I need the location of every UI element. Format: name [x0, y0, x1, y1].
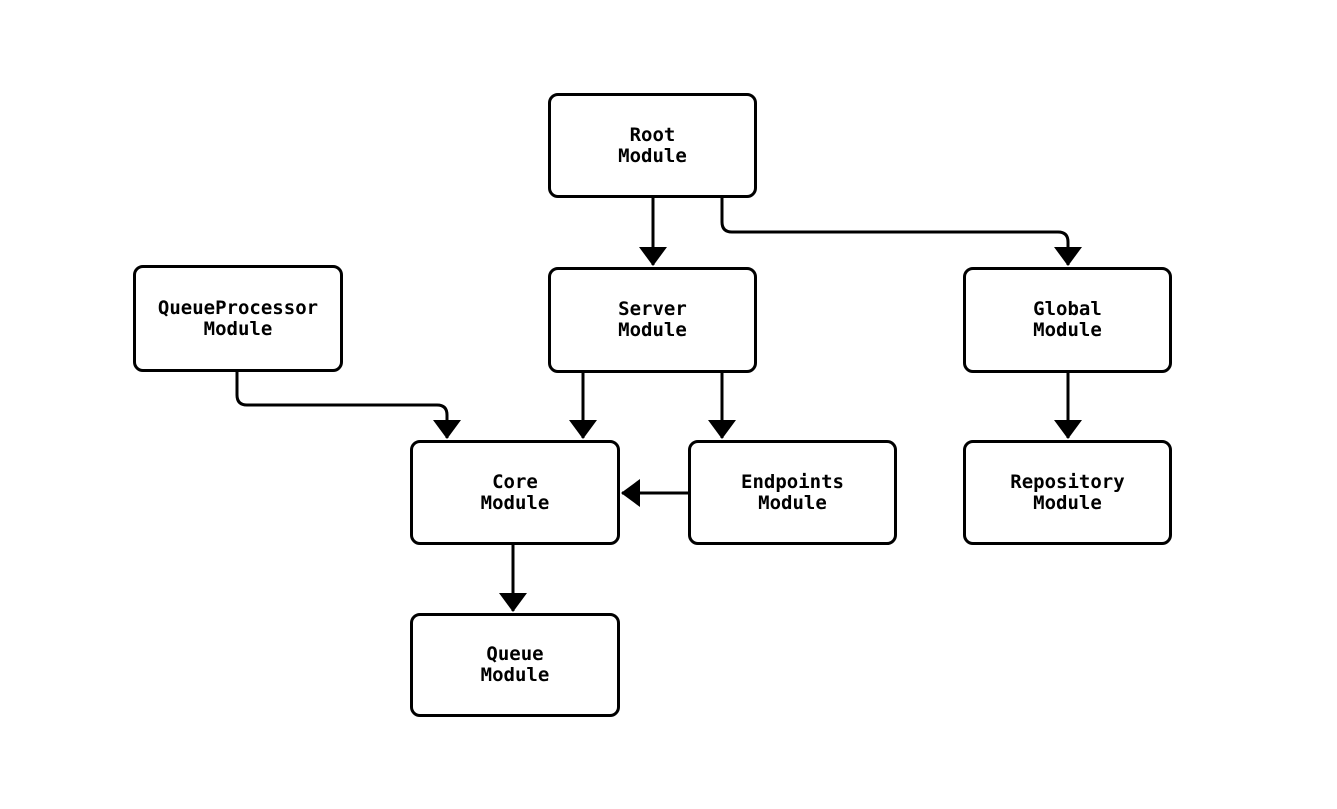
- node-endpoints-module: Endpoints Module: [688, 440, 897, 545]
- node-label-line: Module: [618, 319, 687, 341]
- node-label-line: Repository: [1010, 470, 1125, 493]
- node-root-module: Root Module: [548, 93, 757, 198]
- node-label-line: Module: [203, 317, 273, 340]
- edge-queueprocessor-to-core: [235, 371, 461, 439]
- node-queue-module: Queue Module: [410, 613, 620, 717]
- node-core-module: Core Module: [410, 440, 620, 545]
- node-label-line: QueueProcessor: [157, 296, 319, 319]
- node-queueprocessor-module: QueueProcessor Module: [133, 265, 343, 372]
- node-label-line: Endpoints: [741, 470, 844, 493]
- node-label-line: Module: [480, 664, 550, 686]
- node-label-line: Core: [492, 470, 538, 493]
- node-label-line: Root: [629, 123, 676, 146]
- node-label-line: Module: [618, 144, 687, 167]
- node-server-module: Server Module: [548, 267, 757, 373]
- edge-root-to-global: [720, 198, 1082, 266]
- node-global-module: Global Module: [963, 267, 1172, 373]
- node-repository-module: Repository Module: [963, 440, 1172, 545]
- node-label-line: Server: [618, 298, 687, 320]
- node-label-line: Module: [1033, 319, 1102, 341]
- node-label-line: Module: [480, 491, 550, 514]
- node-label-line: Module: [1033, 491, 1102, 514]
- node-label-line: Global: [1033, 298, 1102, 320]
- node-label-line: Module: [758, 491, 827, 514]
- node-label-line: Queue: [486, 643, 544, 665]
